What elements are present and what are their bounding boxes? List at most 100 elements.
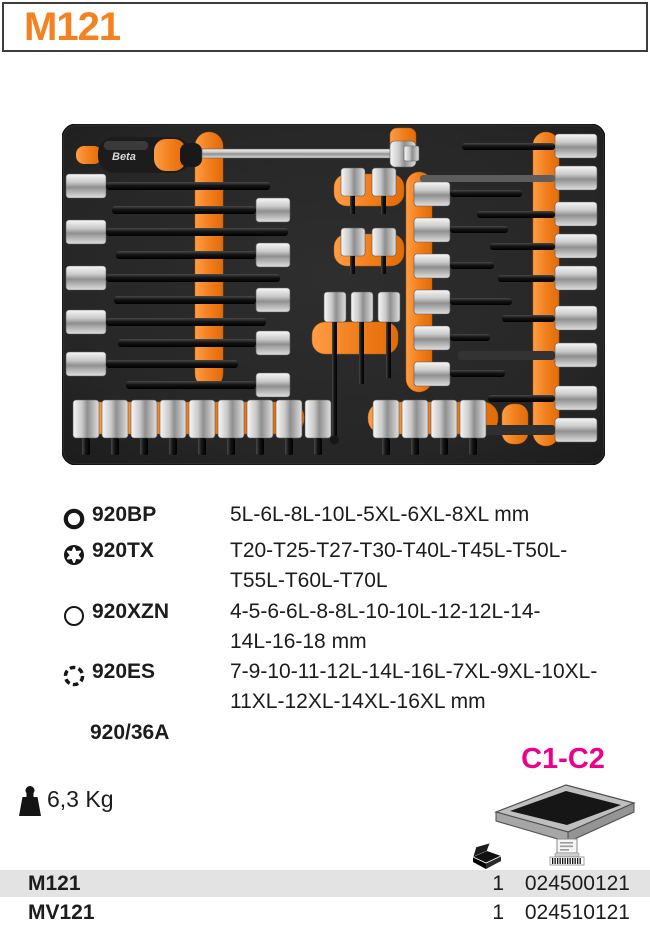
bit xyxy=(111,438,119,455)
socket xyxy=(255,242,291,268)
hex-ball-socket-icon xyxy=(62,507,86,531)
socket xyxy=(130,399,158,439)
bit xyxy=(285,438,293,455)
weight-icon xyxy=(17,785,43,817)
socket xyxy=(304,399,332,439)
screwdriver-grip-end xyxy=(180,143,202,167)
socket xyxy=(323,291,347,323)
orange-liner xyxy=(194,131,224,389)
socket xyxy=(554,385,598,411)
bit xyxy=(498,275,555,282)
bit xyxy=(116,251,256,259)
item-code: 920BP xyxy=(92,503,157,526)
socket xyxy=(255,287,291,313)
foam-edge-highlight xyxy=(63,125,604,464)
bit xyxy=(458,351,555,360)
item-code: 920/36A xyxy=(90,721,170,744)
bit xyxy=(82,438,90,455)
bit xyxy=(440,438,448,455)
bit xyxy=(450,370,505,377)
socket xyxy=(255,372,291,398)
order-row-m121: M121 1 024500121 xyxy=(0,870,650,897)
long-bit-trio xyxy=(323,291,401,445)
bottom-socket-row xyxy=(72,399,487,455)
item-description: T20-T25-T27-T30-T40L-T45L-T50L- T55L-T60… xyxy=(230,536,630,596)
bit xyxy=(382,438,390,455)
bit xyxy=(477,211,555,218)
item-row-920tx: 920TX T20-T25-T27-T30-T40L-T45L-T50L- T5… xyxy=(62,536,637,598)
description-line: T20-T25-T27-T30-T40L-T45L-T50L- xyxy=(230,539,568,562)
socket xyxy=(430,399,458,439)
bit xyxy=(450,334,490,341)
socket xyxy=(401,399,429,439)
order-code: 024500121 xyxy=(524,872,630,895)
socket xyxy=(65,309,107,335)
item-row-920xzn: 920XZN 4-5-6-6L-8-8L-10-10L-12-12L-14- 1… xyxy=(62,597,637,659)
order-row-mv121: MV121 1 024510121 xyxy=(0,899,650,926)
screwdriver: Beta xyxy=(76,137,420,173)
socket xyxy=(65,173,107,199)
hex-socket-icon xyxy=(62,604,86,628)
bit xyxy=(198,438,206,455)
item-description: 4-5-6-6L-8-8L-10-10L-12-12L-14- 14L-16-1… xyxy=(230,597,630,657)
t-bar-shaft xyxy=(201,148,395,159)
drawer-tray-drawing xyxy=(494,784,636,843)
bit xyxy=(256,438,264,455)
socket xyxy=(413,289,451,315)
bit xyxy=(314,438,322,455)
description-line: 11XL-12XL-14XL-16XL mm xyxy=(230,690,486,713)
socket xyxy=(554,233,598,259)
description-line: T55L-T60L-T70L xyxy=(230,569,388,592)
socket xyxy=(554,342,598,368)
drawer-compatibility-label: C1-C2 xyxy=(521,743,605,775)
bit xyxy=(381,256,386,274)
socket xyxy=(217,399,245,439)
bit xyxy=(106,228,288,236)
socket xyxy=(554,165,598,191)
screwdriver-blade-collar xyxy=(76,146,102,164)
socket xyxy=(188,399,216,439)
bit xyxy=(490,243,555,250)
orange-liner xyxy=(501,403,529,445)
socket xyxy=(459,399,487,439)
brand-text: Beta xyxy=(112,151,136,163)
bit xyxy=(450,190,522,197)
socket xyxy=(554,305,598,331)
socket xyxy=(554,201,598,227)
barcode-icon xyxy=(547,838,587,868)
socket xyxy=(554,417,598,443)
description-line: 5L-6L-8L-10L-5XL-6XL-8XL mm xyxy=(230,503,530,526)
socket xyxy=(340,227,366,257)
bit xyxy=(106,182,270,190)
socket xyxy=(377,291,401,323)
socket xyxy=(255,330,291,356)
square-drive xyxy=(403,145,420,162)
bit xyxy=(169,438,177,455)
item-description: 5L-6L-8L-10L-5XL-6XL-8XL mm xyxy=(230,500,630,530)
ball-point-tip xyxy=(330,435,339,445)
bit xyxy=(411,438,419,455)
socket xyxy=(101,399,129,439)
socket xyxy=(372,399,400,439)
socket xyxy=(275,399,303,439)
bit xyxy=(450,226,508,233)
item-row-920-36a: 920/36A xyxy=(62,718,637,750)
weight-value: 6,3 Kg xyxy=(47,786,114,812)
bit xyxy=(502,315,555,322)
item-description: 7-9-10-11-12L-14L-16L-7XL-9XL-10XL- 11XL… xyxy=(230,657,630,717)
short-bit-pairs xyxy=(340,167,397,274)
bit xyxy=(488,395,555,402)
right-socket-column xyxy=(420,133,598,443)
socket xyxy=(413,325,451,351)
bit xyxy=(450,262,494,269)
bit xyxy=(450,298,512,305)
socket xyxy=(413,217,451,243)
socket xyxy=(371,227,397,257)
bit xyxy=(227,438,235,455)
header-bar: M121 xyxy=(2,2,648,52)
orange-liner xyxy=(311,321,399,355)
socket xyxy=(72,399,100,439)
item-row-920es: 920ES 7-9-10-11-12L-14L-16L-7XL-9XL-10XL… xyxy=(62,657,637,719)
socket xyxy=(65,265,107,291)
